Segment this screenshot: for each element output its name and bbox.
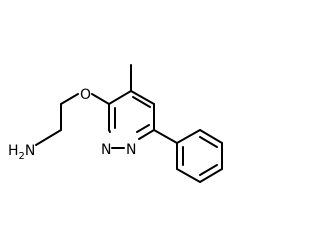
ether-oxygen-label: O: [80, 87, 91, 103]
bond-c4-c5: [130, 90, 155, 105]
bond-ph1-ph2: [176, 129, 201, 144]
bond-ph5-ph6: [176, 168, 201, 183]
bond-n2-stub: [108, 129, 111, 133]
bond-c6-n1: [138, 129, 155, 140]
bond-c3-c4: [108, 90, 132, 105]
structure-canvas: H2N O N N: [8, 64, 223, 183]
bond-ch2-o: [60, 93, 79, 105]
ring-nitrogen-n2-label: N: [101, 142, 111, 158]
bond-ph4-ph5-double: [199, 164, 218, 176]
molecule-diagram: H2N O N N: [8, 64, 223, 183]
bond-c6-n1-double: [136, 124, 150, 133]
bond-c4-c5-double: [132, 96, 151, 108]
ring-nitrogen-n1-label: N: [126, 142, 136, 158]
amine-n-label: H2N: [8, 143, 35, 162]
bond-o-c3: [91, 93, 110, 105]
bond-ph2-ph3: [199, 129, 223, 144]
bond-n-ch2: [35, 129, 62, 146]
bond-ph4-ph5: [199, 168, 223, 183]
bond-c6-phenyl: [153, 129, 178, 144]
bond-ph2-ph3-double: [199, 136, 218, 148]
